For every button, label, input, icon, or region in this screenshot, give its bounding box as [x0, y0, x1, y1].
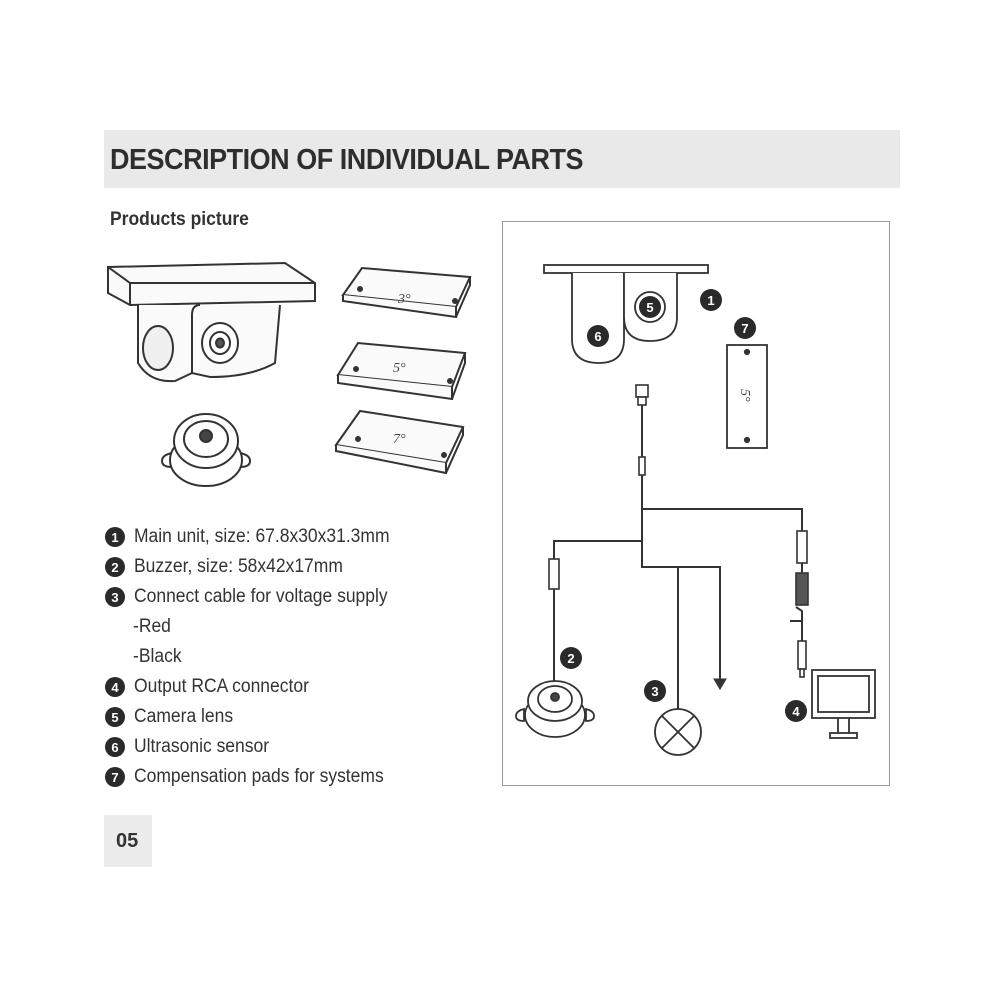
part-label: Output RCA connector [134, 676, 309, 697]
number-badge: 4 [105, 677, 125, 697]
page-number-box [104, 815, 152, 867]
badge-main-unit: 1 [700, 289, 722, 311]
buzzer-diagram [515, 680, 595, 738]
part-label: Connect cable for voltage supply [134, 586, 388, 607]
svg-text:2: 2 [567, 651, 574, 666]
part-label: Main unit, size: 67.8x30x31.3mm [134, 526, 390, 547]
number-badge: 5 [105, 707, 125, 727]
part-label: Camera lens [134, 706, 234, 727]
badge-buzzer: 2 [560, 647, 582, 669]
pad-label-5: 5° [393, 361, 406, 376]
compensation-pad-5 [336, 341, 467, 401]
part-label: Ultrasonic sensor [134, 736, 270, 757]
svg-text:3: 3 [651, 684, 658, 699]
part-label: Compensation pads for systems [134, 766, 384, 787]
header-band [104, 130, 900, 188]
number-badge: 6 [105, 737, 125, 757]
number-badge: 7 [105, 767, 125, 787]
part-item-buzzer: 2 Buzzer, size: 58x42x17mm [105, 552, 412, 582]
part-item-rca: 4 Output RCA connector [105, 672, 412, 702]
part-label: -Red [133, 616, 171, 637]
buzzer-picture [160, 413, 252, 487]
pad-diagram-label: 5° [737, 389, 752, 402]
svg-text:4: 4 [792, 704, 800, 719]
main-unit-picture [107, 261, 316, 383]
part-item-compensation-pads: 7 Compensation pads for systems [105, 762, 412, 792]
compensation-pad-7 [334, 409, 465, 475]
compensation-pad-3 [341, 266, 472, 319]
power-lamp-diagram [654, 708, 702, 756]
products-picture-heading: Products picture [110, 209, 249, 230]
number-badge: 1 [105, 527, 125, 547]
badge-sensor: 6 [587, 325, 609, 347]
section-title: DESCRIPTION OF INDIVIDUAL PARTS [110, 144, 584, 176]
ground-arrow [713, 678, 727, 690]
svg-text:7: 7 [741, 321, 748, 336]
svg-text:1: 1 [707, 293, 714, 308]
products-illustration: 3° 5° 7° [107, 261, 472, 487]
part-label: -Black [133, 646, 182, 667]
svg-text:6: 6 [594, 329, 601, 344]
compensation-pad-diagram [726, 344, 768, 449]
pad-label-7: 7° [393, 432, 406, 447]
parts-list: 1 Main unit, size: 67.8x30x31.3mm 2 Buzz… [105, 522, 412, 792]
part-subitem-black: -Black [105, 642, 412, 672]
part-item-main-unit: 1 Main unit, size: 67.8x30x31.3mm [105, 522, 412, 552]
wiring-lines [553, 404, 803, 709]
monitor-diagram [811, 669, 876, 739]
page-number: 05 [116, 830, 139, 852]
wiring-diagram-frame [502, 221, 890, 786]
part-subitem-red: -Red [105, 612, 412, 642]
svg-text:5: 5 [646, 300, 653, 315]
pad-label-3: 3° [397, 292, 411, 307]
wiring-diagram: 5 6 1 7 5° [515, 264, 876, 756]
badge-pad: 7 [734, 317, 756, 339]
number-badge: 2 [105, 557, 125, 577]
number-badge: 3 [105, 587, 125, 607]
camera-lens-diagram [634, 291, 666, 323]
badge-lens: 5 [639, 296, 661, 318]
part-item-cable: 3 Connect cable for voltage supply [105, 582, 412, 612]
part-label: Buzzer, size: 58x42x17mm [134, 556, 343, 577]
cable-connectors [548, 384, 809, 678]
badge-power: 3 [644, 680, 666, 702]
part-item-camera-lens: 5 Camera lens [105, 702, 412, 732]
part-item-ultrasonic-sensor: 6 Ultrasonic sensor [105, 732, 412, 762]
badge-rca: 4 [785, 700, 807, 722]
main-unit-diagram [543, 264, 709, 364]
